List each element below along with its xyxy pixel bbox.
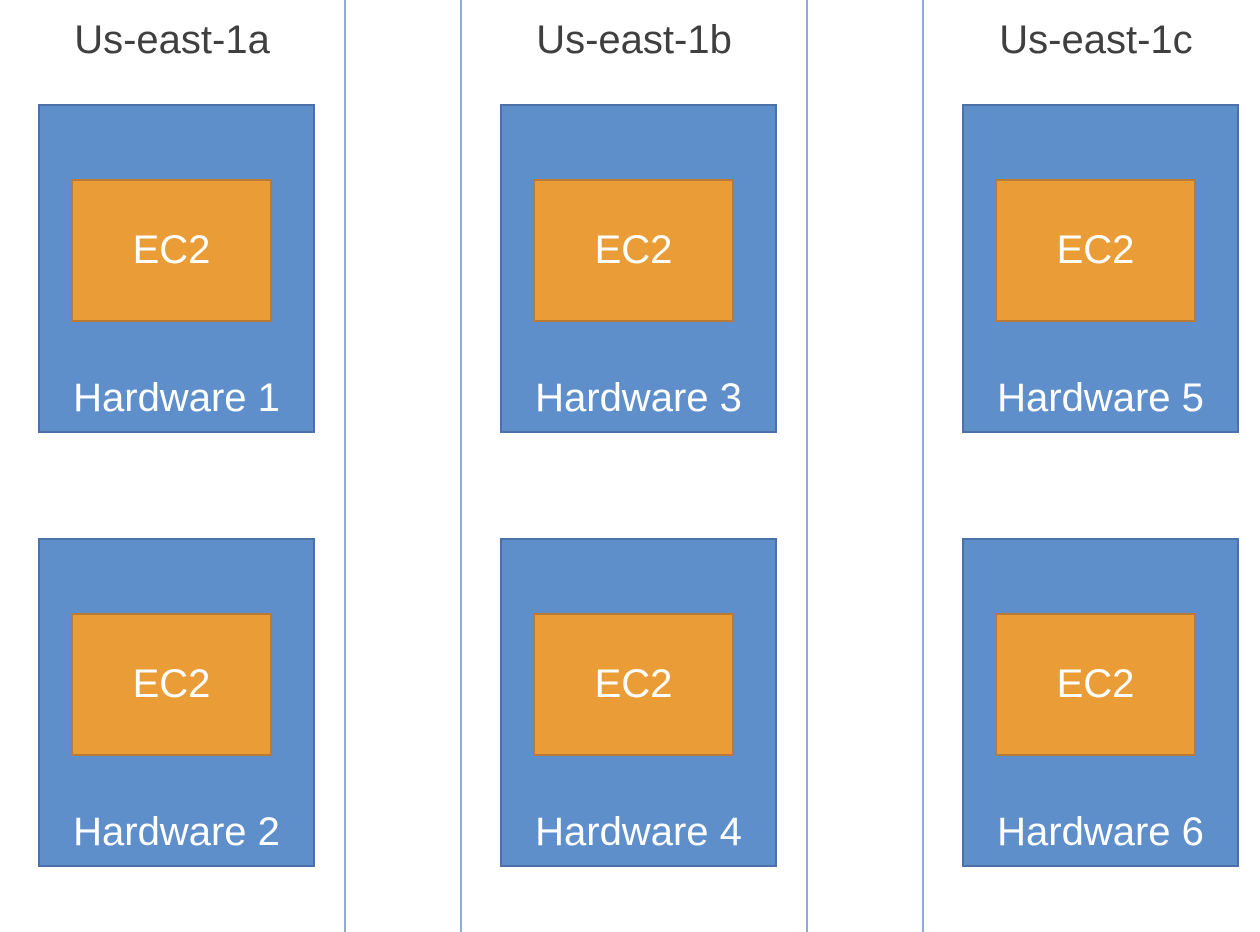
zone-us-east-1a: Us-east-1a EC2 Hardware 1 EC2 Hardware 2 [0, 0, 346, 932]
hardware-box: EC2 Hardware 1 [38, 104, 315, 433]
hardware-label: Hardware 1 [73, 376, 280, 420]
hardware-box: EC2 Hardware 4 [500, 538, 777, 867]
hardware-box: EC2 Hardware 2 [38, 538, 315, 867]
hardware-label: Hardware 3 [535, 376, 742, 420]
zone-us-east-1c: Us-east-1c EC2 Hardware 5 EC2 Hardware 6 [922, 0, 1260, 932]
hardware-box: EC2 Hardware 6 [962, 538, 1239, 867]
zone-title: Us-east-1c [999, 18, 1193, 62]
ec2-instance: EC2 [995, 613, 1196, 756]
hardware-label: Hardware 2 [73, 810, 280, 854]
ec2-instance: EC2 [71, 613, 272, 756]
hardware-box: EC2 Hardware 3 [500, 104, 777, 433]
zone-title: Us-east-1b [536, 18, 732, 62]
hardware-box: EC2 Hardware 5 [962, 104, 1239, 433]
ec2-instance: EC2 [71, 179, 272, 322]
zone-title: Us-east-1a [74, 18, 270, 62]
ec2-instance: EC2 [533, 179, 734, 322]
hardware-label: Hardware 4 [535, 810, 742, 854]
hardware-label: Hardware 6 [997, 810, 1204, 854]
ec2-instance: EC2 [995, 179, 1196, 322]
zone-us-east-1b: Us-east-1b EC2 Hardware 3 EC2 Hardware 4 [460, 0, 808, 932]
hardware-label: Hardware 5 [997, 376, 1204, 420]
ec2-instance: EC2 [533, 613, 734, 756]
